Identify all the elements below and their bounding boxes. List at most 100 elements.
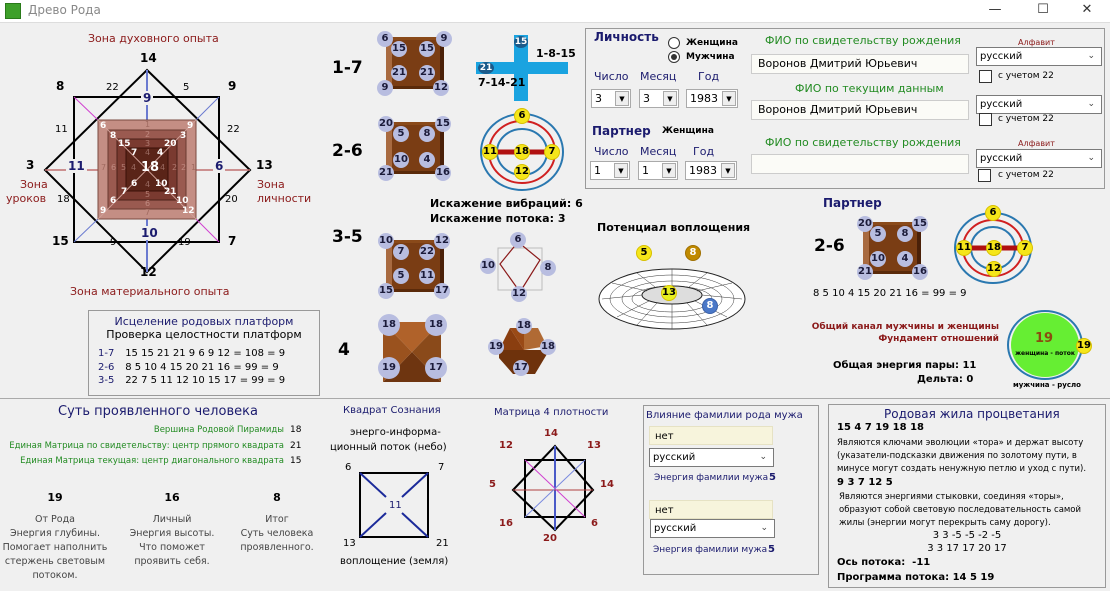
partner-month-select[interactable]: 1▼ <box>638 161 678 180</box>
partner-day-value: 1 <box>594 164 601 177</box>
layer-value: 10 <box>155 179 168 189</box>
edge-value: 5 <box>183 82 190 93</box>
vein-program: Программа потока: 14 5 19 <box>837 572 995 583</box>
matrix4-bl: 16 <box>499 518 513 529</box>
desc-line: Являются ключами эволюции «тора» и держа… <box>837 438 1084 448</box>
zone-material-label: Зона материального опыта <box>70 285 230 298</box>
close-button[interactable]: ✕ <box>1081 2 1093 17</box>
dropdown-arrow-icon: ▼ <box>722 91 736 106</box>
cross-horizontal-label: 7-14-21 <box>478 76 526 89</box>
surname-lang-value: русский <box>654 523 697 534</box>
ring-center-value: 18 <box>986 240 1002 256</box>
month-value: 3 <box>643 92 650 105</box>
alphabet-select-3[interactable]: русский⌄ <box>976 149 1102 168</box>
partner-year-select[interactable]: 1983▼ <box>685 161 737 180</box>
corner-value: 9 <box>377 80 393 96</box>
gender-female-radio[interactable] <box>668 37 680 49</box>
alphabet-select-2[interactable]: русский⌄ <box>976 95 1102 114</box>
cross-horizontal <box>476 62 568 74</box>
matrix4-bottom: 20 <box>543 533 557 544</box>
fio-birth-input[interactable]: Воронов Дмитрий Юрьевич <box>751 54 969 74</box>
platform-row-value: 8 5 10 4 15 20 21 16 = 99 = 9 <box>125 362 279 373</box>
layer-value: 7 <box>121 187 128 197</box>
layer-value: 4 <box>145 180 151 189</box>
layer-value: 9 <box>100 206 107 216</box>
platform-row-value: 15 15 21 21 9 6 9 12 = 108 = 9 <box>125 348 286 359</box>
chevron-down-icon: ⌄ <box>1087 51 1095 61</box>
alphabet-value: русский <box>980 153 1023 164</box>
pyramid-center-value: 18 <box>141 160 160 175</box>
maximize-button[interactable]: ☐ <box>1037 2 1049 17</box>
vein-title: Родовая жила процветания <box>884 407 1060 421</box>
alphabet-label: Алфавит <box>1018 38 1055 47</box>
layer-value: 6 <box>145 199 151 208</box>
alphabet-value: русский <box>980 99 1023 110</box>
potential-center-value: 13 <box>661 285 677 301</box>
cross-left-value: 21 <box>478 62 494 74</box>
diamond-bottom-value: 17 <box>513 360 529 376</box>
zone-personality-label-1: Зона <box>257 178 285 191</box>
surname-lang-select-2[interactable]: русский⌄ <box>650 519 775 538</box>
fio-current-input[interactable]: Воронов Дмитрий Юрьевич <box>751 100 969 120</box>
inner-value: 4 <box>897 251 913 267</box>
square-4-label: 4 <box>338 340 350 360</box>
vein-desc2: Являются энергиями стыковки, соединяя «т… <box>839 491 1081 530</box>
gender-female-label: Женщина <box>686 38 738 48</box>
matrix4-br: 6 <box>591 518 598 529</box>
edge-value: 9 <box>110 237 117 248</box>
corner-value: 18 <box>378 314 400 336</box>
day-select[interactable]: 3▼ <box>591 89 631 108</box>
with22-checkbox-2[interactable] <box>979 113 992 126</box>
month-select[interactable]: 3▼ <box>639 89 679 108</box>
partner-month-label: Месяц <box>640 145 677 158</box>
channel-inner-circle <box>1011 313 1079 377</box>
essence-title: Суть проявленного человека <box>58 404 258 419</box>
channel-inner-label: женщина - поток <box>1015 350 1075 357</box>
cross-vertical-label: 1-8-15 <box>536 47 576 60</box>
inner-value: 5 <box>393 268 409 284</box>
ring-center-value: 18 <box>514 144 530 160</box>
gender-male-radio[interactable] <box>668 51 680 63</box>
pyramid-blue-left: 11 <box>66 159 87 173</box>
corner-value: 12 <box>433 80 449 96</box>
zone-personality-label-2: личности <box>257 192 312 205</box>
partner-day-select[interactable]: 1▼ <box>590 161 630 180</box>
with22-checkbox-1[interactable] <box>979 70 992 83</box>
layer-value: 5 <box>145 190 151 199</box>
alphabet-select-1[interactable]: русский ⌄ <box>976 47 1102 66</box>
desc-line: (указатели-подсказки движения по золотом… <box>837 451 1077 461</box>
year-select[interactable]: 1983▼ <box>686 89 738 108</box>
partner-year-value: 1983 <box>689 164 717 177</box>
pair-energy: Общая энергия пары: 11 <box>833 360 977 371</box>
inner-value: 10 <box>393 152 409 168</box>
partner-fio-input[interactable] <box>751 154 969 174</box>
desc-line: образуют собой световую последовательнос… <box>839 505 1082 515</box>
layer-value: 3 <box>145 139 151 148</box>
surname-input-1[interactable]: нет <box>649 426 773 445</box>
pyramid-bottom-value: 12 <box>140 265 157 279</box>
inner-value: 15 <box>419 41 435 57</box>
fio-current-label: ФИО по текущим данным <box>795 82 944 95</box>
section-divider <box>0 398 1110 399</box>
layer-value: 1 <box>145 120 151 129</box>
potential-value-1: 5 <box>636 245 652 261</box>
inner-value: 11 <box>419 268 435 284</box>
vein-seq1: 15 4 7 19 18 18 <box>837 422 924 433</box>
vein-diff2: 3 3 17 17 20 17 <box>927 543 1007 554</box>
corner-value: 17 <box>425 357 447 379</box>
matrix4-left: 5 <box>489 479 496 490</box>
essence-col-value: 16 <box>164 491 180 504</box>
layer-value: 12 <box>182 206 195 216</box>
surname-energy-label: Энергия фамилии мужа <box>653 545 768 555</box>
alphabet-value: русский <box>980 51 1023 62</box>
torus-diagram <box>598 268 746 330</box>
with22-checkbox-3[interactable] <box>978 169 991 182</box>
minimize-button[interactable]: — <box>988 2 1002 17</box>
vein-seq2: 9 3 7 12 5 <box>837 477 893 488</box>
layer-value: 7 <box>101 163 107 172</box>
surname-lang-select-1[interactable]: русский⌄ <box>649 448 774 467</box>
layer-value: 4 <box>157 148 164 158</box>
inner-value: 8 <box>419 126 435 142</box>
chevron-down-icon: ⌄ <box>759 452 767 462</box>
surname-input-2[interactable]: нет <box>649 500 773 519</box>
